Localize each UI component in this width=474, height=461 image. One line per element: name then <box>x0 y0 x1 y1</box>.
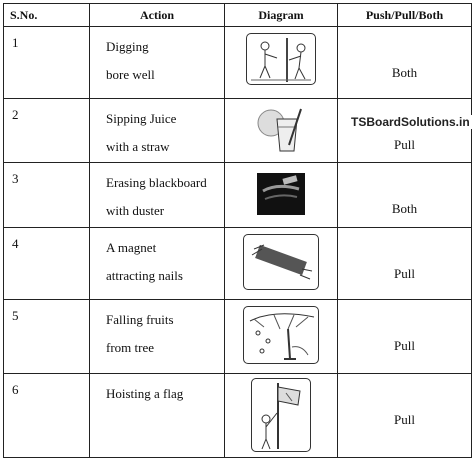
action-line-1: Erasing blackboard <box>106 175 207 191</box>
row-result: Pull <box>337 227 472 300</box>
row-diagram <box>224 97 338 164</box>
fruit-tree-illustration <box>243 305 319 364</box>
row-diagram <box>224 227 338 300</box>
push-pull-table: S.No. Action Diagram Push/Pull/Both 1 Di… <box>3 3 472 459</box>
row-action: Sipping Juice with a straw <box>89 97 225 164</box>
action-line-1: Falling fruits <box>106 311 174 327</box>
header-action: Action <box>89 3 225 27</box>
action-line-2: bore well <box>106 67 155 82</box>
table-row: 6 Hoisting a flag <box>3 372 472 459</box>
table-row: 2 Sipping Juice with a straw Pull <box>3 97 472 164</box>
table-row: 1 Digging bore well <box>3 26 472 99</box>
magnet-nails-illustration <box>243 234 319 291</box>
row-sno: 6 <box>3 372 90 459</box>
row-result: Pull <box>337 298 472 374</box>
table-row: 4 A magnet attracting nails Pull <box>3 227 472 300</box>
row-action: Falling fruits from tree <box>89 298 225 374</box>
result-label: Pull <box>394 337 415 353</box>
blackboard-duster-illustration <box>247 169 315 220</box>
row-sno: 2 <box>3 97 90 164</box>
row-action: A magnet attracting nails <box>89 227 225 300</box>
header-sno: S.No. <box>3 3 90 27</box>
row-sno: 3 <box>3 162 90 229</box>
header-result: Push/Pull/Both <box>337 3 472 27</box>
flag-hoisting-illustration <box>251 377 311 452</box>
action-line-1: Digging <box>106 39 149 54</box>
row-sno: 1 <box>3 26 90 99</box>
action-line-2: with duster <box>106 203 165 219</box>
row-sno: 5 <box>3 298 90 374</box>
result-label: Pull <box>394 266 415 282</box>
result-label: Pull <box>394 411 415 427</box>
juice-glass-straw-illustration <box>247 104 315 155</box>
action-line-1: Sipping Juice <box>106 110 177 126</box>
row-result: Both <box>337 162 472 229</box>
action-line-1: A magnet <box>106 240 157 256</box>
result-label: Both <box>391 65 418 80</box>
row-sno: 4 <box>3 227 90 300</box>
result-label: Pull <box>394 136 415 152</box>
row-action: Digging bore well <box>89 26 225 99</box>
row-result: Both <box>337 26 472 99</box>
row-diagram <box>224 162 338 229</box>
row-result: Pull <box>337 97 472 164</box>
watermark: TSBoardSolutions.in <box>349 115 472 129</box>
action-line-2: with a straw <box>106 138 170 154</box>
row-action: Erasing blackboard with duster <box>89 162 225 229</box>
table-row: 5 Falling fruits from tree <box>3 298 472 374</box>
row-result: Pull <box>337 372 472 459</box>
row-diagram <box>224 26 338 99</box>
row-diagram <box>224 298 338 374</box>
table-header-row: S.No. Action Diagram Push/Pull/Both <box>3 3 472 27</box>
table-row: 3 Erasing blackboard with duster Both <box>3 162 472 229</box>
row-diagram <box>224 372 338 459</box>
action-line-2: from tree <box>106 339 155 355</box>
action-line-2: attracting nails <box>106 268 183 284</box>
header-diagram: Diagram <box>224 3 338 27</box>
row-action: Hoisting a flag <box>89 372 225 459</box>
action-line-1: Hoisting a flag <box>106 385 184 401</box>
digging-illustration <box>246 33 316 85</box>
result-label: Both <box>391 201 418 217</box>
